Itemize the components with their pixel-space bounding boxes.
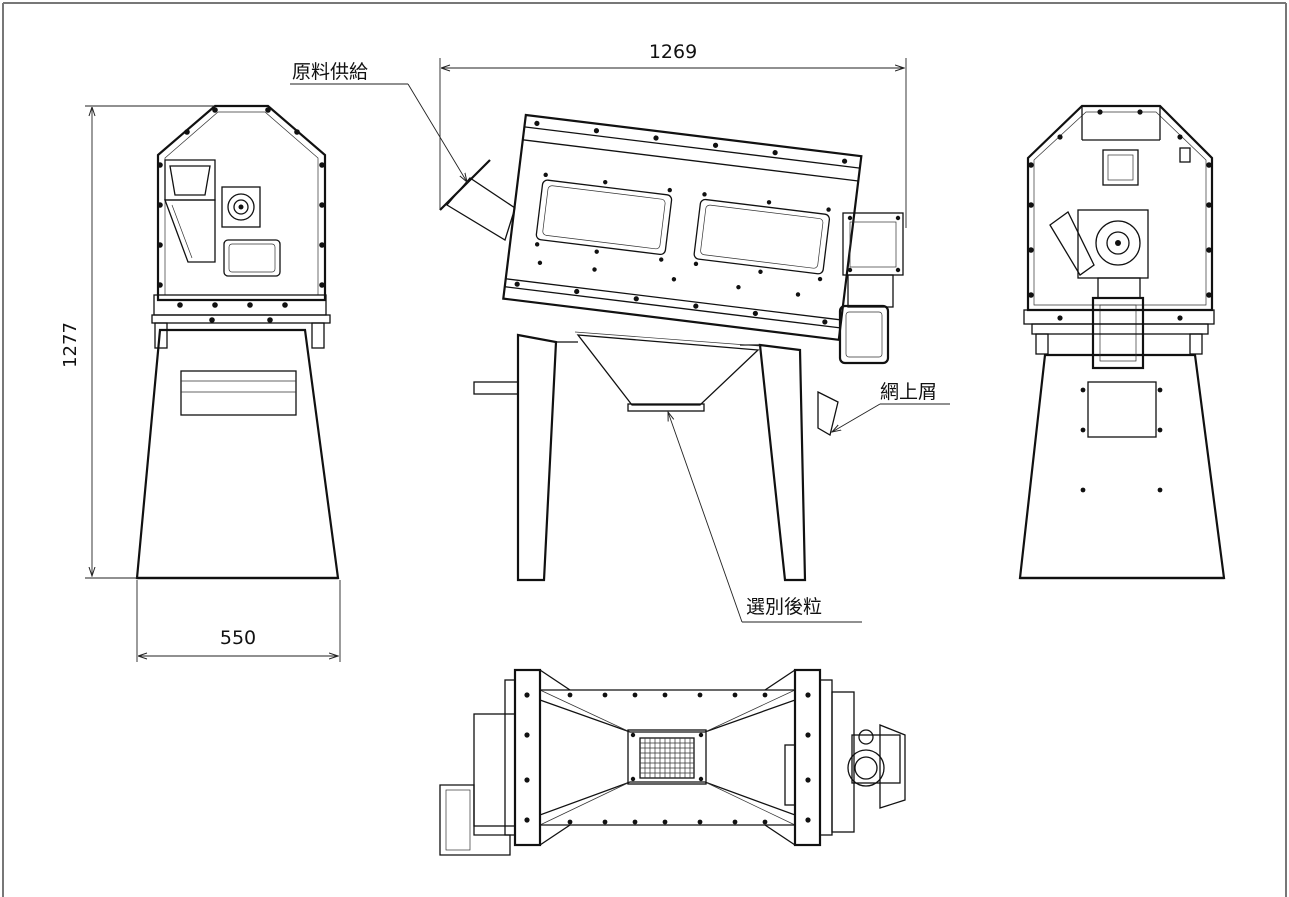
width-dimension — [136, 580, 341, 662]
leader-lines — [290, 83, 950, 623]
right-end-view — [1018, 104, 1226, 580]
left-end-view — [135, 104, 340, 580]
label-sorted: 選別後粒 — [746, 596, 822, 618]
dimension-top-label: 1269 — [649, 41, 697, 63]
left-view-bolts — [157, 107, 325, 323]
label-oversize: 網上屑 — [880, 381, 937, 403]
plan-view — [439, 668, 906, 856]
dimension-width-label: 550 — [220, 627, 256, 649]
label-feed: 原料供給 — [292, 61, 368, 83]
top-width-dimension — [439, 58, 907, 228]
front-view — [439, 113, 904, 582]
dimension-height-label: 1277 — [60, 322, 81, 368]
height-dimension — [85, 105, 215, 579]
